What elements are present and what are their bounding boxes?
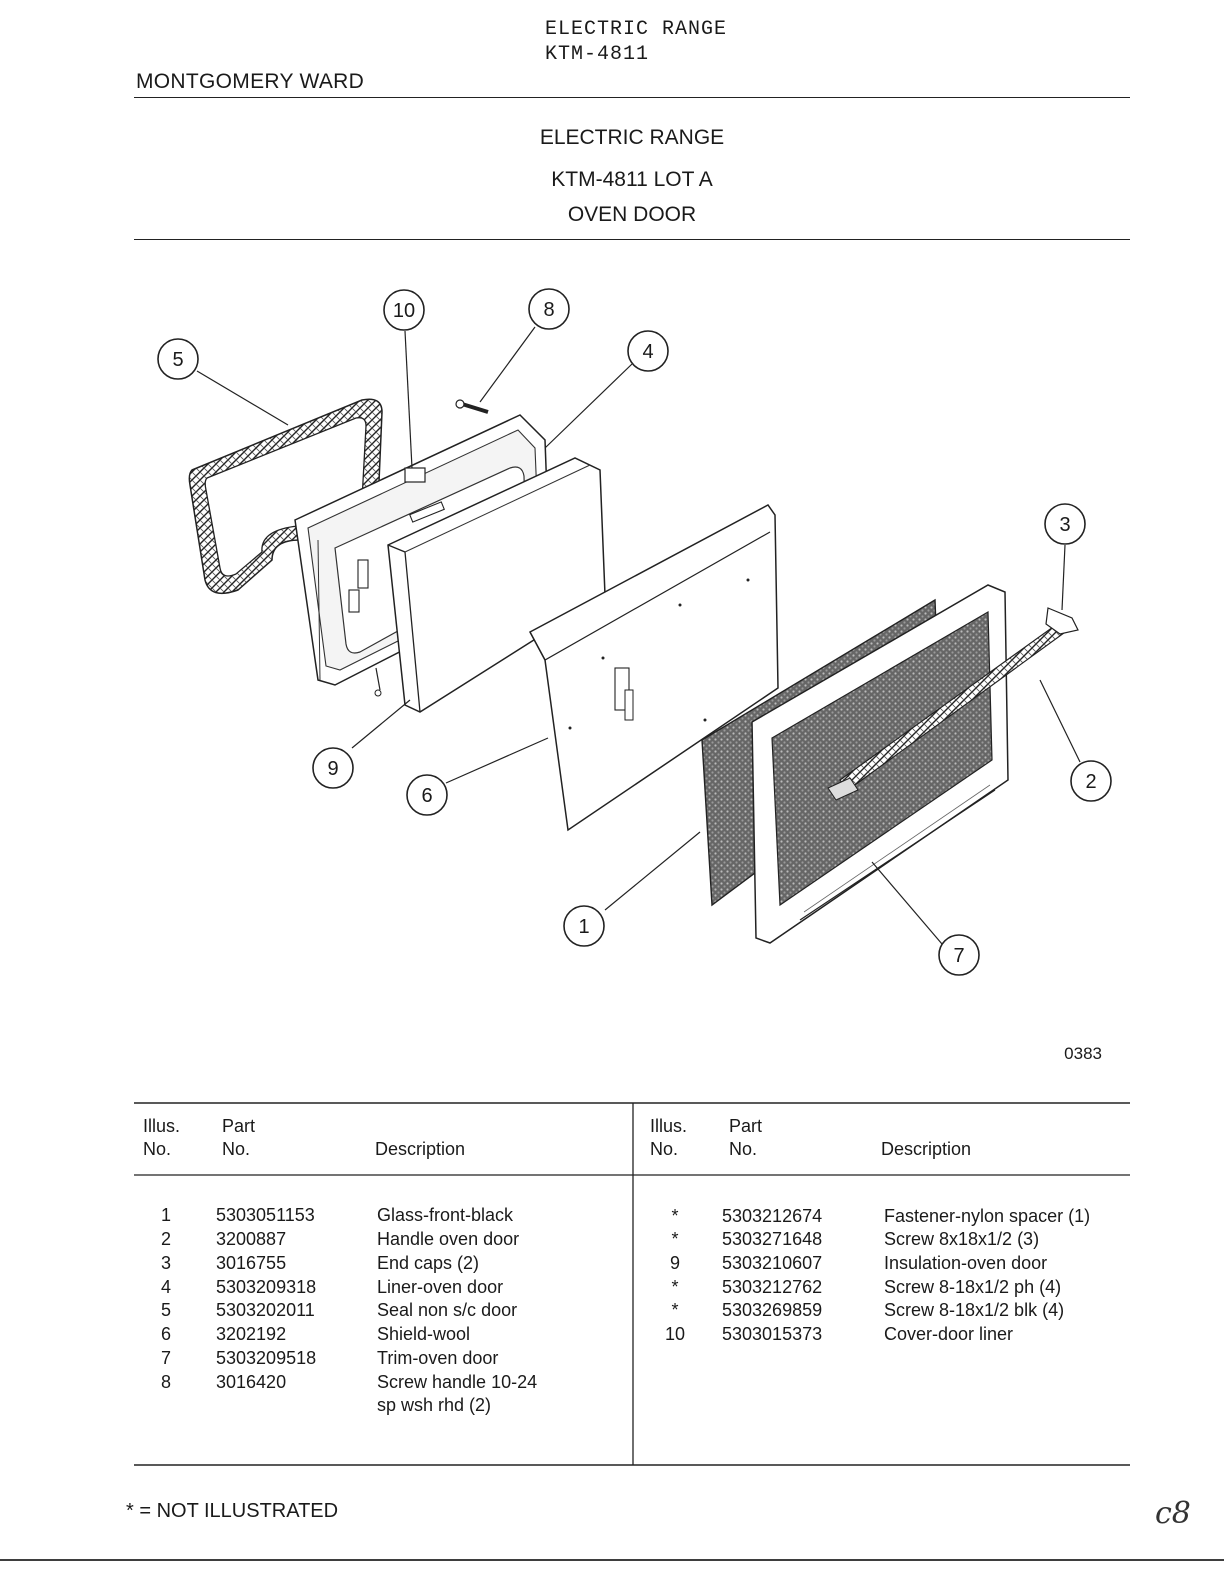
- callout-2-label: 2: [1085, 771, 1096, 793]
- table-row-illus: 3: [160, 1253, 171, 1273]
- table-row-illus: 4: [160, 1277, 171, 1297]
- handwritten-mark: c8: [1155, 1496, 1191, 1531]
- right-part-header: Part No.: [729, 1115, 762, 1161]
- table-row-illus: 10: [664, 1324, 686, 1344]
- table-row-part: 5303209518: [216, 1348, 317, 1368]
- table-row-desc: Liner-oven door: [377, 1277, 504, 1297]
- callout-7: 7: [938, 934, 980, 976]
- table-row-part: 5303202011: [216, 1300, 315, 1320]
- table-row-part: 5303210607: [722, 1253, 823, 1273]
- table-row-part: 5303212674: [722, 1206, 823, 1226]
- right-illus-header-line1: Illus.: [650, 1116, 688, 1136]
- end-cap-part: [1045, 607, 1079, 635]
- right-part-header-line1: Part: [729, 1116, 763, 1136]
- callout-10: 10: [383, 289, 425, 331]
- callout-6-label: 6: [421, 785, 432, 807]
- table-row-desc: Insulation-oven door: [884, 1253, 1048, 1273]
- table-row-desc: Trim-oven door: [377, 1348, 499, 1368]
- callout-7-label: 7: [953, 945, 964, 967]
- table-row-part: 5303269859: [722, 1300, 823, 1320]
- table-row-desc: Screw 8x18x1/2 (3): [884, 1229, 1040, 1249]
- table-row-part: 5303271648: [722, 1229, 823, 1249]
- table-row-illus: *: [671, 1300, 679, 1320]
- table-row-desc: Fastener-nylon spacer (1): [884, 1206, 1091, 1226]
- table-row-illus: *: [671, 1229, 679, 1249]
- header-title: ELECTRIC RANGE: [545, 18, 728, 41]
- brand-name: MONTGOMERY WARD: [136, 70, 365, 93]
- table-row-part: 3016420: [216, 1372, 287, 1392]
- callout-1-label: 1: [578, 916, 589, 938]
- wool-shield-part: [528, 504, 779, 832]
- table-row-desc: Screw 8-18x1/2 blk (4): [884, 1300, 1065, 1320]
- handle-part: [827, 607, 1079, 801]
- left-illus-header-line1: Illus.: [143, 1116, 181, 1136]
- table-row-part: 3200887: [216, 1229, 287, 1249]
- table-row-desc: Cover-door liner: [884, 1324, 1014, 1344]
- table-row-illus: 9: [669, 1253, 680, 1273]
- right-illus-header: Illus. No.: [650, 1115, 687, 1161]
- left-description-header: Description: [375, 1139, 466, 1159]
- callout-6: 6: [406, 774, 448, 816]
- callout-4-label: 4: [642, 341, 653, 363]
- callout-9: 9: [312, 747, 354, 789]
- table-row-part: 3016755: [216, 1253, 287, 1273]
- right-illus-header-line2: No.: [650, 1139, 679, 1159]
- leader-lines: [196, 326, 1081, 945]
- table-row-desc: End caps (2): [377, 1253, 480, 1273]
- table-row-part: 5303015373: [722, 1324, 823, 1344]
- table-row-part: 5303212762: [722, 1277, 823, 1297]
- table-row-desc: Screw handle 10-24: [377, 1372, 538, 1392]
- left-illus-header-line2: No.: [143, 1139, 172, 1159]
- callout-3-label: 3: [1059, 514, 1070, 536]
- table-row-illus: 7: [160, 1348, 171, 1368]
- callout-5: 5: [157, 338, 199, 380]
- table-row-desc: Seal non s/c door: [377, 1300, 518, 1320]
- header-rule: [134, 97, 1130, 98]
- table-row-illus: 6: [160, 1324, 171, 1344]
- table-row-illus: *: [671, 1277, 679, 1297]
- header-model: KTM-4811: [545, 43, 650, 66]
- table-row-part: 3202192: [216, 1324, 287, 1344]
- not-illustrated-note: * = NOT ILLUSTRATED: [126, 1500, 339, 1522]
- left-illus-header: Illus. No.: [143, 1115, 180, 1161]
- section-rule: [134, 239, 1130, 240]
- table-row-illus: *: [671, 1206, 679, 1226]
- table-row-desc: Shield-wool: [377, 1324, 471, 1344]
- seal-gasket-part: [188, 398, 383, 595]
- section-title: ELECTRIC RANGE: [539, 126, 725, 149]
- table-row-illus: 2: [160, 1229, 171, 1249]
- table-row-desc: Screw 8-18x1/2 ph (4): [884, 1277, 1062, 1297]
- callout-5-label: 5: [172, 349, 183, 371]
- table-row-illus: 8: [160, 1372, 171, 1392]
- callout-1: 1: [563, 905, 605, 947]
- callout-9-label: 9: [327, 758, 338, 780]
- section-part: OVEN DOOR: [567, 203, 697, 226]
- right-part-header-line2: No.: [729, 1139, 758, 1159]
- left-part-header: Part No.: [222, 1115, 255, 1161]
- section-model: KTM-4811 LOT A: [551, 168, 713, 191]
- right-description-header: Description: [881, 1139, 972, 1159]
- callout-3: 3: [1044, 503, 1086, 545]
- callout-10-label: 10: [393, 300, 415, 322]
- table-row-part: 5303051153: [216, 1205, 315, 1225]
- left-part-header-line2: No.: [222, 1139, 251, 1159]
- table-row-desc: Handle oven door: [377, 1229, 520, 1249]
- table-row-desc: Glass-front-black: [377, 1205, 514, 1225]
- callout-8: 8: [528, 288, 570, 330]
- table-row-illus: 1: [160, 1205, 171, 1225]
- left-part-header-line1: Part: [222, 1116, 256, 1136]
- callout-2: 2: [1070, 760, 1112, 802]
- callout-4: 4: [627, 330, 669, 372]
- table-row-desc-continued: sp wsh rhd (2): [377, 1395, 492, 1415]
- screw-part: [455, 399, 489, 414]
- table-row-illus: 5: [160, 1300, 171, 1320]
- table-row-part: 5303209318: [216, 1277, 317, 1297]
- callout-8-label: 8: [543, 299, 554, 321]
- figure-code: 0383: [1064, 1044, 1102, 1063]
